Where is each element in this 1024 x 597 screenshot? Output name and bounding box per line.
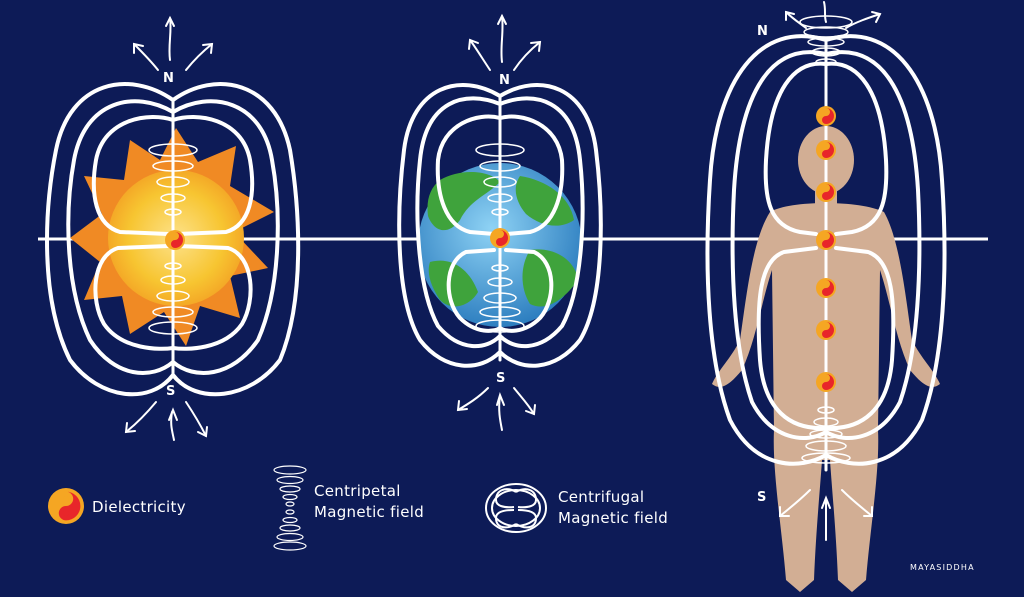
legend-centrifugal-label: Centrifugal Magnetic field (558, 487, 668, 529)
chakra-heart-icon (816, 230, 836, 250)
earth-land (427, 171, 578, 307)
earth-dielectric-icon (490, 228, 510, 248)
sun-dielectric-icon (165, 230, 185, 250)
legend-centripetal-label: Centripetal Magnetic field (314, 481, 424, 523)
earth-vortex (475, 143, 525, 333)
earth-north-label: N (499, 73, 510, 88)
legend-centrifugal-line1: Centrifugal (558, 488, 645, 506)
chakra-root-icon (816, 372, 836, 392)
earth-arrows (456, 13, 542, 431)
sun-arrows (124, 15, 214, 441)
sun-vortex (148, 143, 198, 335)
legend-dielectricity-label: Dielectricity (92, 498, 186, 516)
legend-centripetal-line1: Centripetal (314, 482, 401, 500)
sun-south-label: S (166, 384, 176, 399)
chakra-crown-icon (816, 106, 836, 126)
legend-centripetal-line2: Magnetic field (314, 503, 425, 521)
chakra-third-eye-icon (816, 140, 836, 160)
earth-south-label: S (496, 371, 506, 386)
sun-field-lines (45, 82, 301, 397)
chakra-solar-icon (816, 278, 836, 298)
watermark: MAYASIDDHA (910, 563, 975, 572)
legend-centrifugal-line2: Magnetic field (558, 509, 669, 527)
human-arrows (779, 1, 882, 541)
human-south-label: S (757, 490, 767, 505)
legend-toroid-icon (485, 483, 547, 533)
legend-dielectric-icon (48, 488, 84, 524)
sun-north-label: N (163, 71, 174, 86)
human-north-label: N (757, 24, 768, 39)
human-field-lines (705, 34, 947, 472)
legend-vortex-icon (273, 465, 307, 551)
chakra-sacral-icon (816, 320, 836, 340)
chakra-throat-icon (816, 182, 836, 202)
human-vortex-bottom (801, 406, 851, 464)
